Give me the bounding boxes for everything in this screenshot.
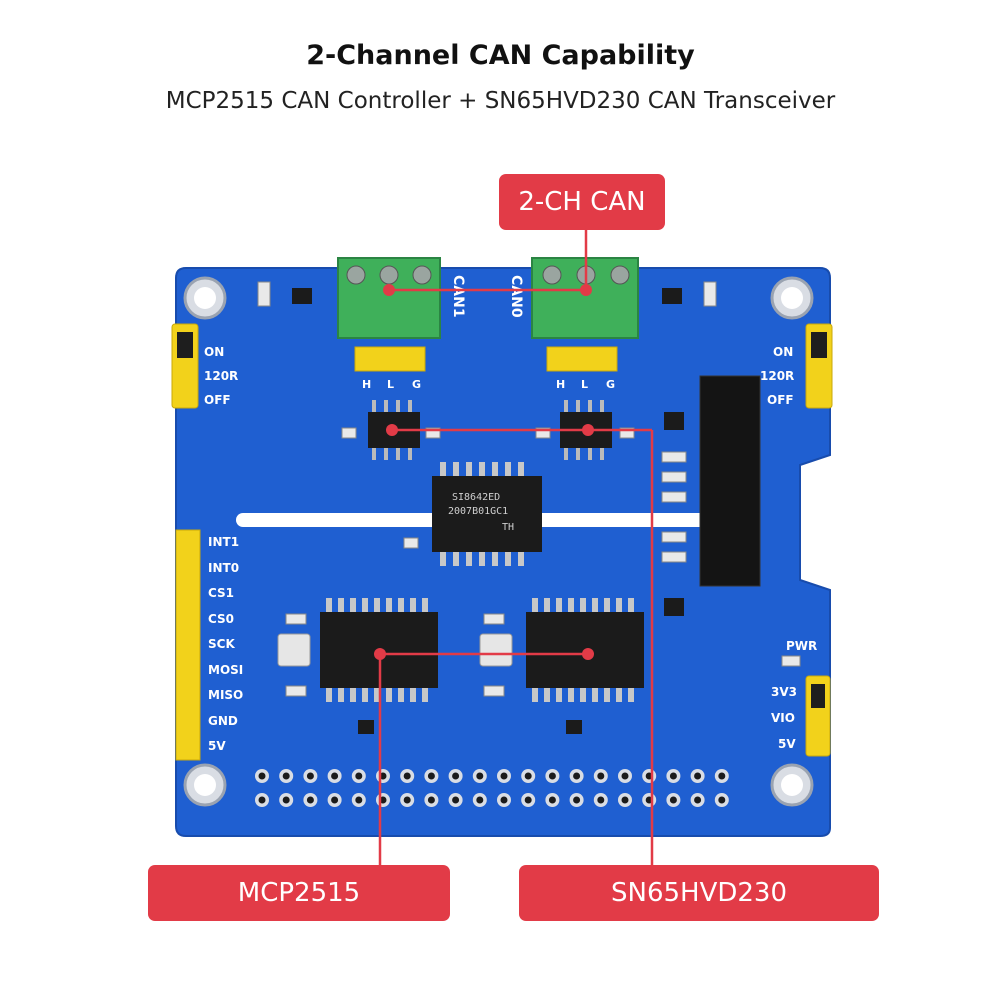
left-jumper-off: OFF	[204, 393, 231, 407]
isolator-chip: SI8642ED 2007B01GC1 TH	[432, 462, 542, 566]
chip-line-3: TH	[502, 522, 514, 533]
chip-line-2: 2007B01GC1	[448, 506, 508, 517]
pin-label-sck: SCK	[208, 637, 235, 651]
hlg-right-g: G	[606, 378, 615, 391]
transistors	[292, 288, 684, 734]
right-jumper-on: ON	[773, 345, 793, 359]
chip-line-1: SI8642ED	[452, 492, 500, 503]
right-jumper-120r: 120R	[760, 369, 794, 383]
pin-label-5v: 5V	[208, 739, 226, 753]
hlg-right-l: L	[581, 378, 588, 391]
page-subtitle: MCP2515 CAN Controller + SN65HVD230 CAN …	[165, 88, 836, 114]
pin-label-cs0: CS0	[208, 612, 234, 626]
pin-label-gnd: GND	[208, 714, 238, 728]
hlg-left-g: G	[412, 378, 421, 391]
crystal-right	[479, 633, 513, 667]
voltage-label-3v3: 3V3	[771, 685, 797, 699]
pin-label-mosi: MOSI	[208, 663, 243, 677]
right-jumper-off: OFF	[767, 393, 794, 407]
voltage-label-5v: 5V	[778, 737, 796, 751]
crystal-left	[277, 633, 311, 667]
smd-components	[257, 281, 801, 697]
callout-2ch-can: 2-CH CAN	[499, 174, 665, 230]
gpio-header-holes	[255, 769, 729, 807]
hlg-left-l: L	[387, 378, 394, 391]
left-jumper-120r: 120R	[204, 369, 238, 383]
page-title: 2-Channel CAN Capability	[306, 40, 695, 71]
can1-terminal-block	[337, 257, 441, 339]
left-jumper-on: ON	[204, 345, 224, 359]
pin-labels: INT1 INT0 CS1 CS0 SCK MOSI MISO GND 5V	[208, 535, 243, 753]
pin-label-cs1: CS1	[208, 586, 234, 600]
voltage-label-vio: VIO	[771, 711, 795, 725]
pi-connector-block	[699, 375, 761, 587]
mcp2515-chip-2	[526, 598, 644, 702]
hlg-left-h: H	[362, 378, 371, 391]
can0-hlg-header	[546, 346, 618, 372]
pin-label-int1: INT1	[208, 535, 239, 549]
mounting-holes	[183, 276, 814, 807]
hlg-right-h: H	[556, 378, 565, 391]
can1-hlg-header	[354, 346, 426, 372]
callout-lines	[378, 230, 654, 865]
pin-label-int0: INT0	[208, 561, 239, 575]
callout-sn65hvd230-transceiver: SN65HVD230 TRANSCEIVER	[519, 865, 879, 964]
pin-label-miso: MISO	[208, 688, 243, 702]
spi-pin-header	[175, 529, 201, 761]
can1-label: CAN1	[450, 275, 466, 318]
callout-dots	[374, 284, 594, 660]
pwr-label: PWR	[786, 639, 817, 653]
can0-label: CAN0	[508, 275, 524, 318]
callout-mcp2515-controller: MCP2515 CONTROLLER	[148, 865, 450, 964]
